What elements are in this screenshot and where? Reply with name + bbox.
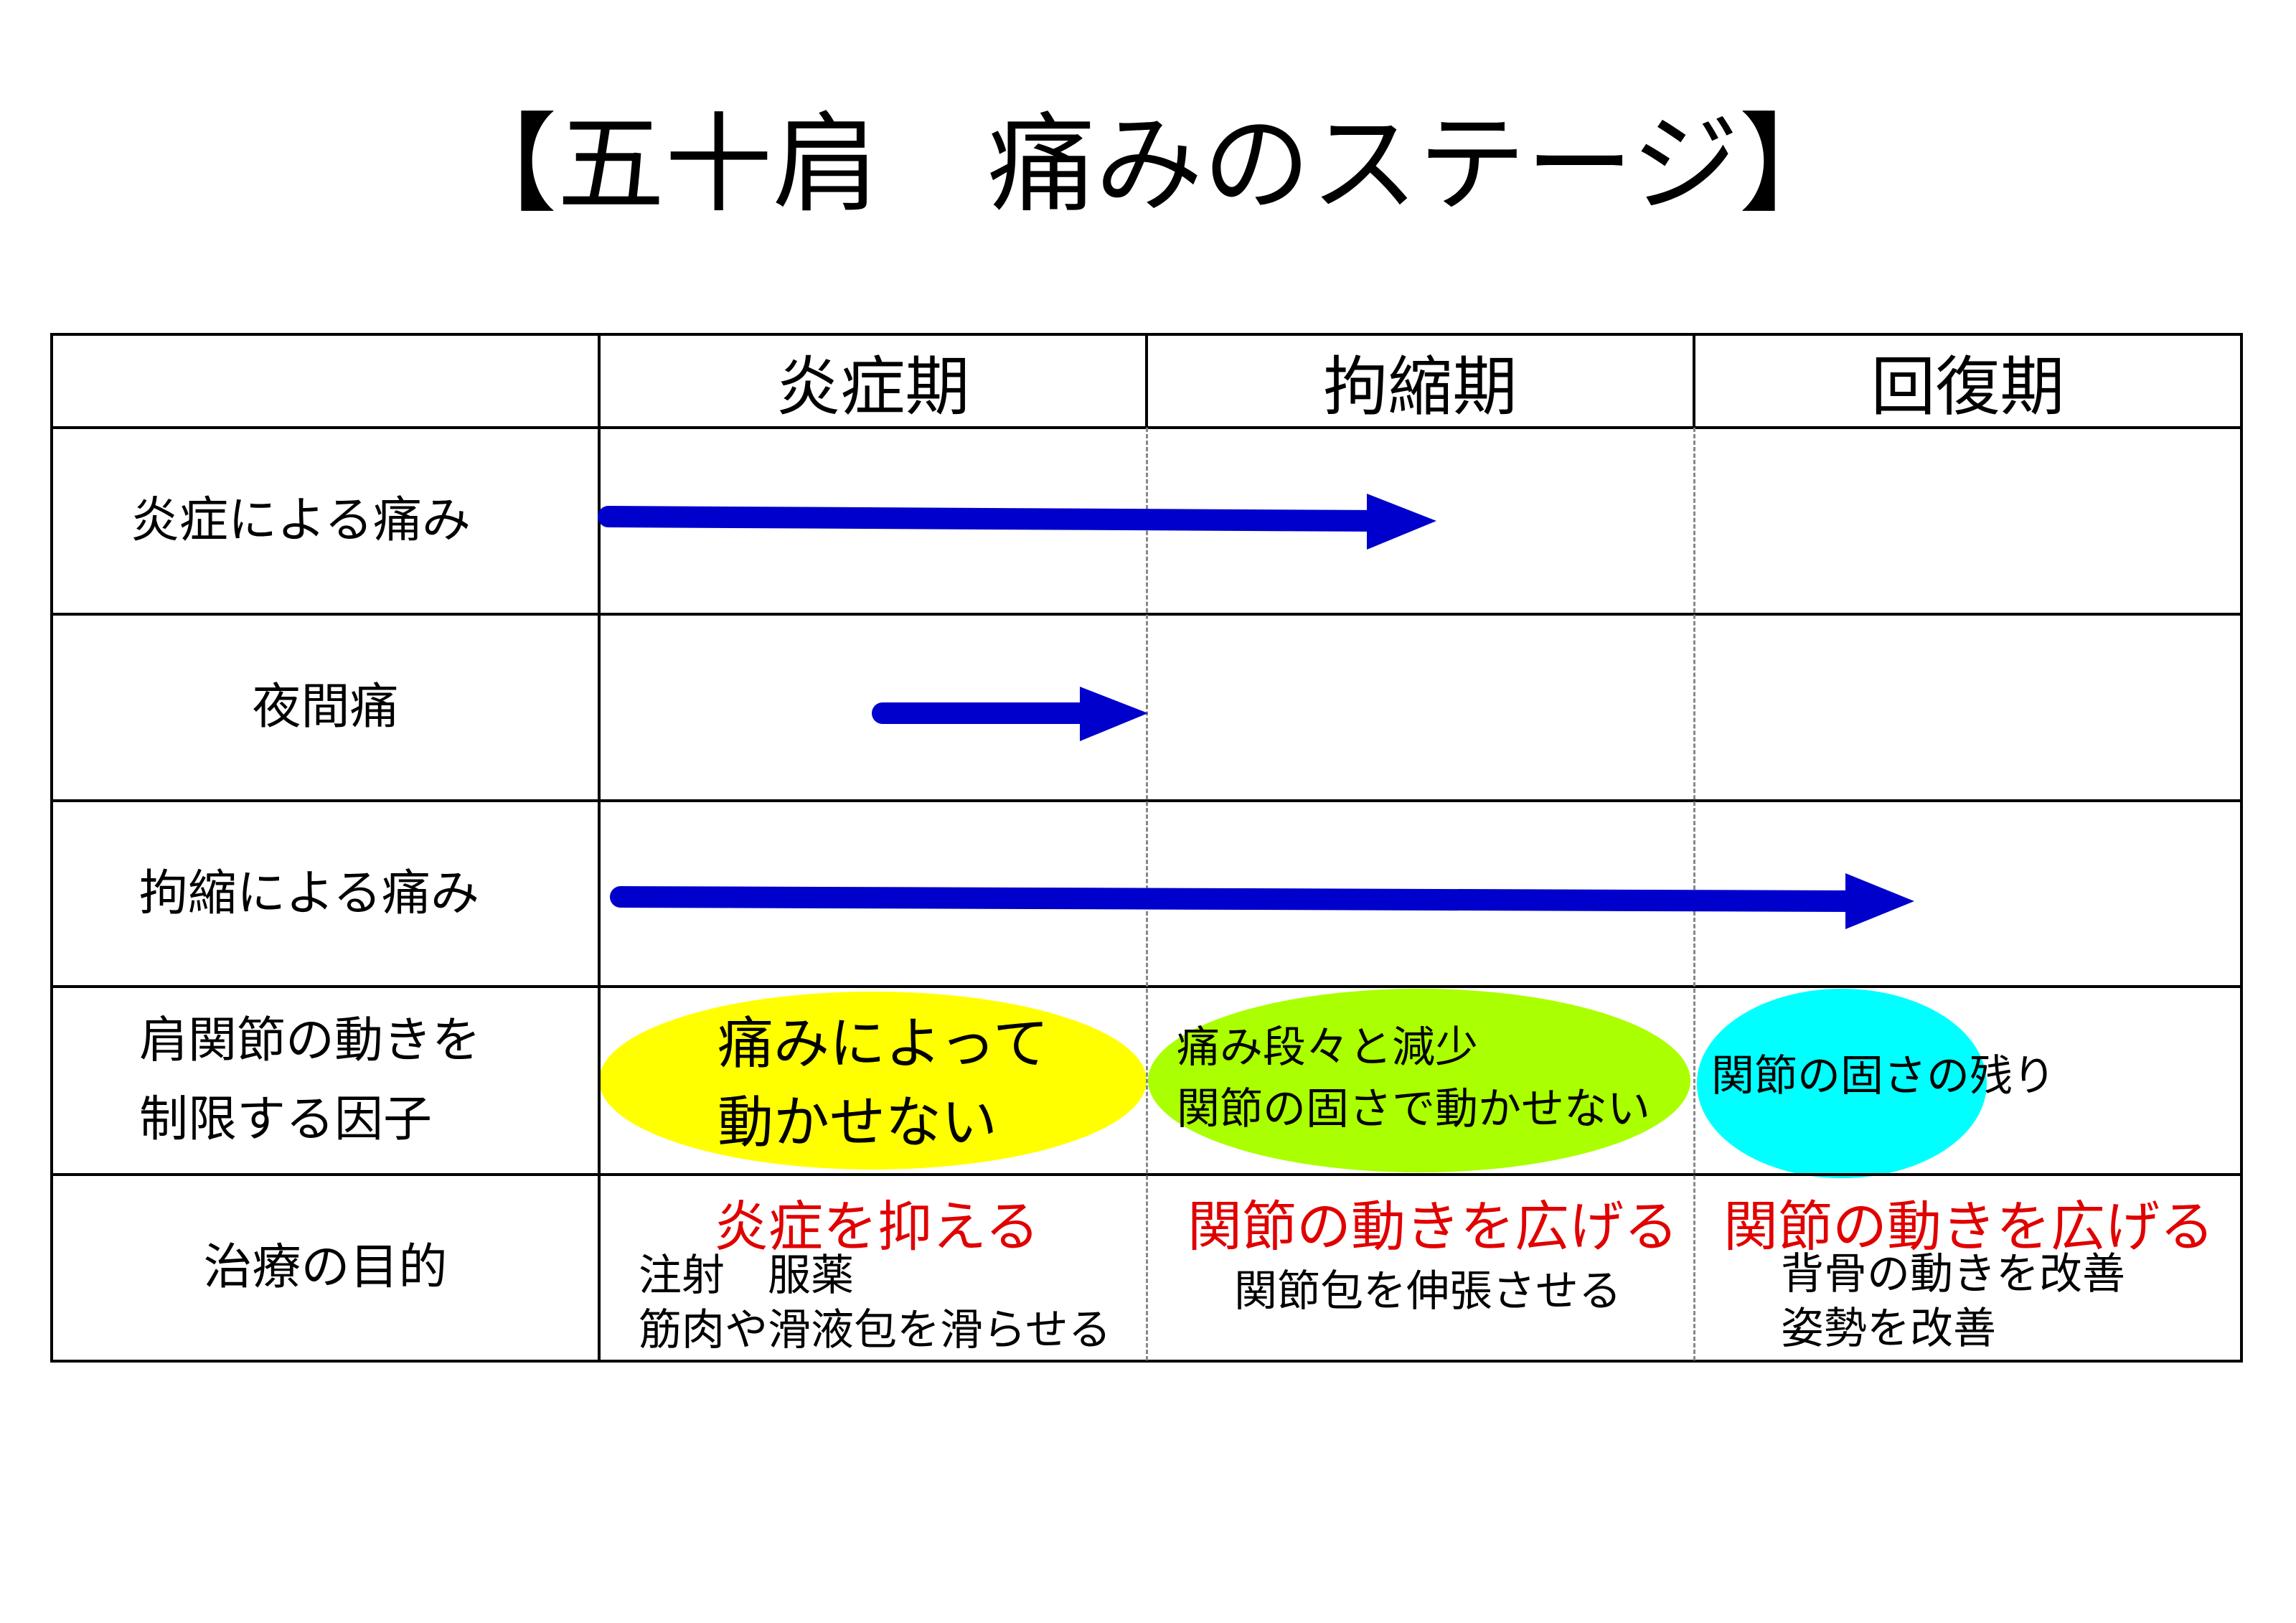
inflammatory-detail: 筋肉や滑液包を滑らせる bbox=[639, 1305, 1111, 1355]
row-label-inflammation-pain: 炎症による痛み bbox=[131, 492, 471, 549]
inflammatory-detail: 注射 服薬 bbox=[639, 1251, 854, 1301]
table-border bbox=[2240, 333, 2243, 1363]
header-inflammatory-phase: 炎症期 bbox=[776, 349, 970, 425]
column-divider bbox=[1693, 333, 1695, 428]
column-divider bbox=[598, 333, 601, 1363]
recovery-goal: 関節の動きを広げる bbox=[1723, 1195, 2214, 1259]
factor-line: 痛み段々と減少 bbox=[1177, 1022, 1478, 1073]
table-border bbox=[50, 333, 53, 1363]
contracture-factor-text: 痛み段々と減少 関節の固さで動かせない bbox=[1177, 1017, 1650, 1140]
inflammatory-goal: 炎症を抑える bbox=[714, 1195, 1040, 1259]
inflammatory-factor-text: 痛みによって 動かせない bbox=[718, 1005, 1049, 1162]
factor-line: 痛みによって bbox=[718, 1012, 1049, 1076]
row-label-contracture-pain: 拘縮による痛み bbox=[139, 865, 479, 922]
inflammatory-factor-ellipse bbox=[599, 992, 1147, 1170]
inflammation-pain-arrow bbox=[598, 494, 1436, 550]
header-contracture-phase: 拘縮期 bbox=[1323, 349, 1518, 425]
row-label-line: 制限する因子 bbox=[139, 1091, 433, 1148]
row-label-night-pain: 夜間痛 bbox=[252, 679, 399, 735]
recovery-detail: 背骨の動きを改善 bbox=[1781, 1249, 2125, 1299]
contracture-goal: 関節の動きを広げる bbox=[1187, 1195, 1678, 1259]
factor-line: 動かせない bbox=[718, 1091, 998, 1155]
recovery-factor-ellipse bbox=[1697, 989, 1987, 1178]
recovery-detail: 姿勢を改善 bbox=[1781, 1304, 1996, 1354]
column-divider bbox=[1145, 333, 1148, 428]
header-recovery-phase: 回復期 bbox=[1871, 349, 2065, 425]
night-pain-arrow bbox=[872, 687, 1148, 741]
table-border bbox=[52, 1360, 2241, 1363]
contracture-detail: 関節包を伸張させる bbox=[1234, 1266, 1622, 1317]
recovery-factor-text: 関節の固さの残り bbox=[1711, 1051, 2056, 1101]
contracture-pain-arrow bbox=[610, 873, 1914, 929]
row-label-line: 肩関節の動きを bbox=[139, 1012, 481, 1069]
factor-line: 関節の固さで動かせない bbox=[1177, 1084, 1650, 1134]
contracture-factor-ellipse bbox=[1148, 989, 1690, 1172]
row-label-limiting-factor: 肩関節の動きを 制限する因子 bbox=[52, 987, 599, 1175]
row-label-treatment-goal: 治療の目的 bbox=[203, 1239, 448, 1296]
page-title: 【五十肩 痛みのステージ】 bbox=[449, 103, 1847, 227]
